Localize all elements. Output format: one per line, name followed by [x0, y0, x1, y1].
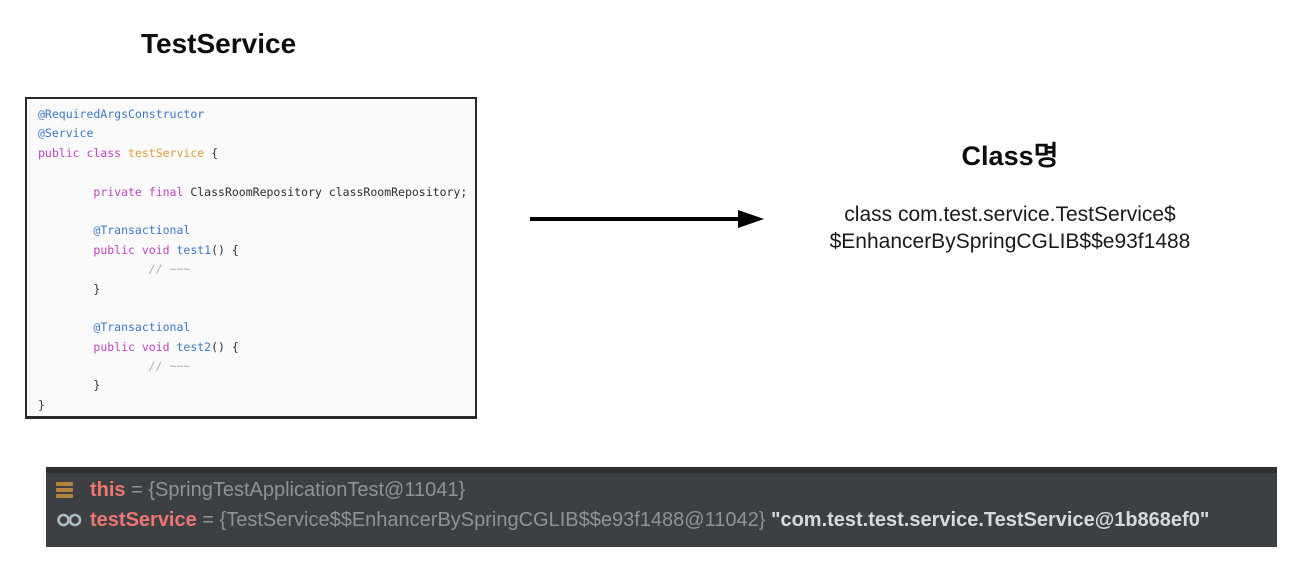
icon-box — [56, 482, 83, 498]
icon-box — [56, 512, 83, 528]
proxy-class-name: class com.test.service.TestService$ $Enh… — [810, 201, 1210, 255]
variable-text-this: this = {SpringTestApplicationTest@11041} — [90, 478, 466, 501]
variable-row-this[interactable]: this = {SpringTestApplicationTest@11041} — [56, 477, 1277, 503]
left-title: TestService — [141, 28, 297, 59]
variable-text-testservice: testService = {TestService$$EnhancerBySp… — [90, 508, 1210, 531]
variable-row-testservice[interactable]: testService = {TestService$$EnhancerBySp… — [56, 507, 1277, 533]
arrow-right-icon — [530, 210, 764, 228]
proxy-class-name-line1: class com.test.service.TestService$ — [844, 203, 1176, 226]
debugger-variables-panel: this = {SpringTestApplicationTest@11041}… — [46, 467, 1277, 547]
watch-glasses-icon — [57, 513, 82, 527]
proxy-class-name-line2: $EnhancerBySpringCGLIB$$e93f1488 — [829, 230, 1191, 253]
panel-top-edge — [46, 467, 1277, 473]
right-title: Class명 — [961, 141, 1059, 171]
variable-bars-icon — [56, 482, 73, 498]
